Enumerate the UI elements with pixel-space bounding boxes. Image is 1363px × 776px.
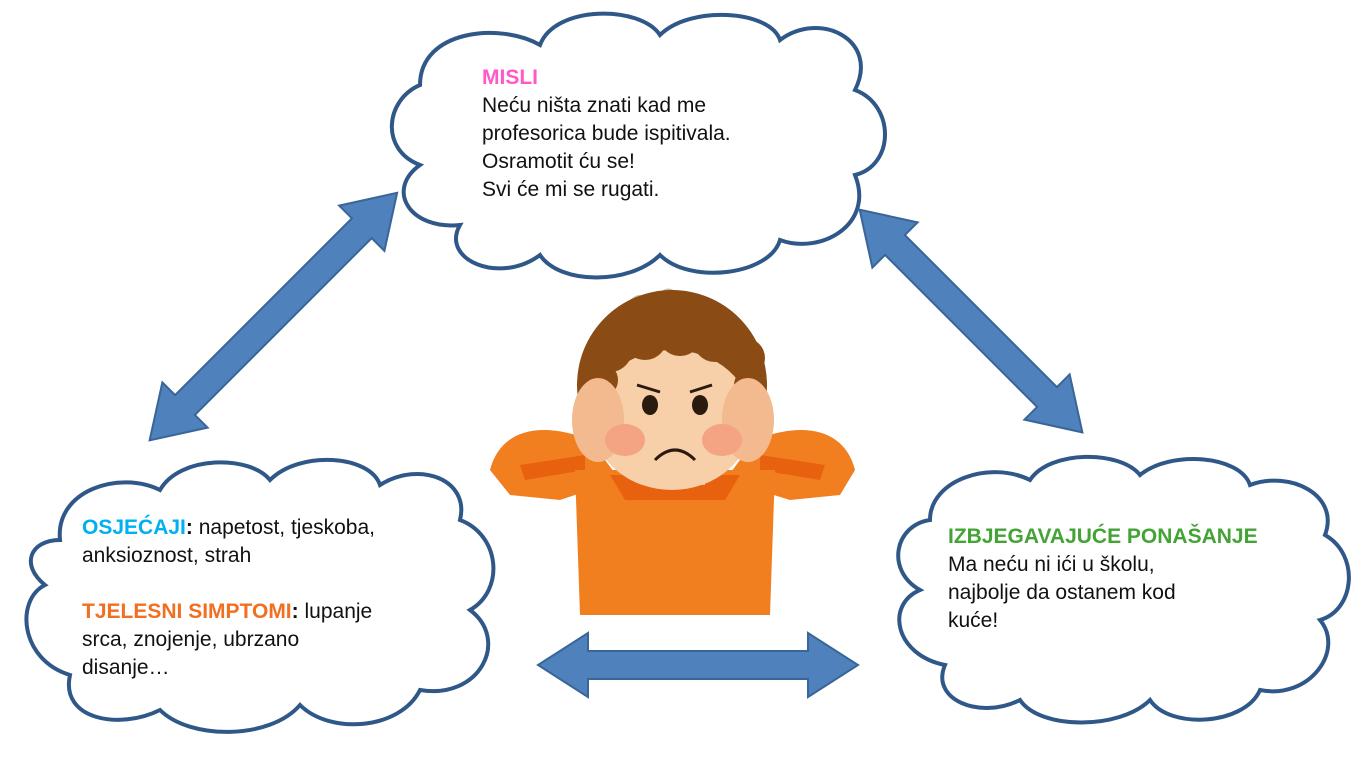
behavior-line: Ma neću ni ići u školu, bbox=[948, 553, 1155, 576]
thoughts-heading: MISLI bbox=[482, 66, 538, 89]
thoughts-line: profesorica bude ispitivala. bbox=[482, 122, 731, 145]
double-headed-arrow-icon bbox=[148, 191, 399, 442]
double-headed-arrow-icon bbox=[858, 208, 1084, 434]
feelings-heading: OSJEĆAJI bbox=[82, 516, 186, 539]
feelings-text-line2: anksioznost, strah bbox=[82, 544, 252, 567]
symptoms-text: lupanje bbox=[298, 600, 373, 623]
feelings-cloud bbox=[24, 457, 496, 734]
behavior-line: najbolje da ostanem kod bbox=[948, 581, 1176, 604]
thoughts-text-block: MISLI Neću ništa znati kad me profesoric… bbox=[482, 64, 731, 204]
symptoms-heading: TJELESNI SIMPTOMI bbox=[82, 600, 292, 623]
behavior-text-block: IZBJEGAVAJUĆE PONAŠANJE Ma neću ni ići u… bbox=[948, 523, 1258, 635]
thoughts-line: Svi će mi se rugati. bbox=[482, 178, 660, 201]
arrow-thoughts-behavior bbox=[858, 208, 1084, 434]
double-headed-arrow-icon bbox=[536, 631, 860, 699]
behavior-heading: IZBJEGAVAJUĆE PONAŠANJE bbox=[948, 525, 1258, 548]
thoughts-line: Osramotit ću se! bbox=[482, 150, 635, 173]
behavior-cloud bbox=[896, 454, 1351, 725]
thoughts-cloud bbox=[389, 11, 887, 280]
symptoms-colon: : bbox=[291, 600, 299, 623]
thoughts-line: Neću ništa znati kad me bbox=[482, 94, 707, 117]
feelings-colon: : bbox=[185, 516, 193, 539]
symptoms-text-line2: srca, znojenje, ubrzano bbox=[82, 628, 300, 651]
stressed-child-icon bbox=[490, 288, 855, 615]
feelings-text: napetost, tjeskoba, bbox=[192, 516, 375, 539]
behavior-line: kuće! bbox=[948, 609, 999, 632]
arrow-feelings-behavior bbox=[536, 631, 860, 699]
feelings-text-block: OSJEĆAJI: napetost, tjeskoba, anksioznos… bbox=[82, 514, 375, 682]
symptoms-text-line3: disanje… bbox=[82, 656, 170, 679]
arrow-thoughts-feelings bbox=[148, 191, 399, 442]
